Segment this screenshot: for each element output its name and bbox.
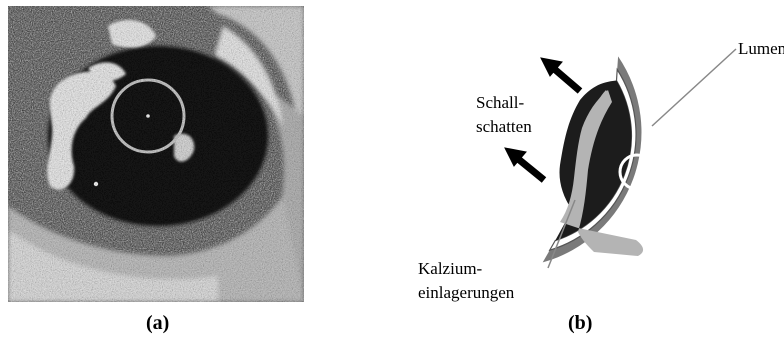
shadow-arrow-upper [541, 58, 580, 91]
caption-b: (b) [568, 312, 592, 335]
lumen-leader-line [652, 49, 736, 126]
caption-a: (a) [146, 312, 169, 335]
ivus-ultrasound-image [8, 6, 304, 302]
label-kalzium-1: Kalzium- [418, 258, 482, 280]
label-lumen: Lumen [738, 38, 784, 60]
shadow-arrow-lower [505, 148, 544, 180]
schematic-diagram: Lumen Schall- schatten Kalzium- einlager… [400, 0, 784, 339]
label-kalzium-2: einlagerungen [418, 282, 514, 304]
ivus-image-svg [8, 6, 304, 302]
label-schallschatten-2: schatten [476, 116, 532, 138]
label-schallschatten-1: Schall- [476, 92, 524, 114]
